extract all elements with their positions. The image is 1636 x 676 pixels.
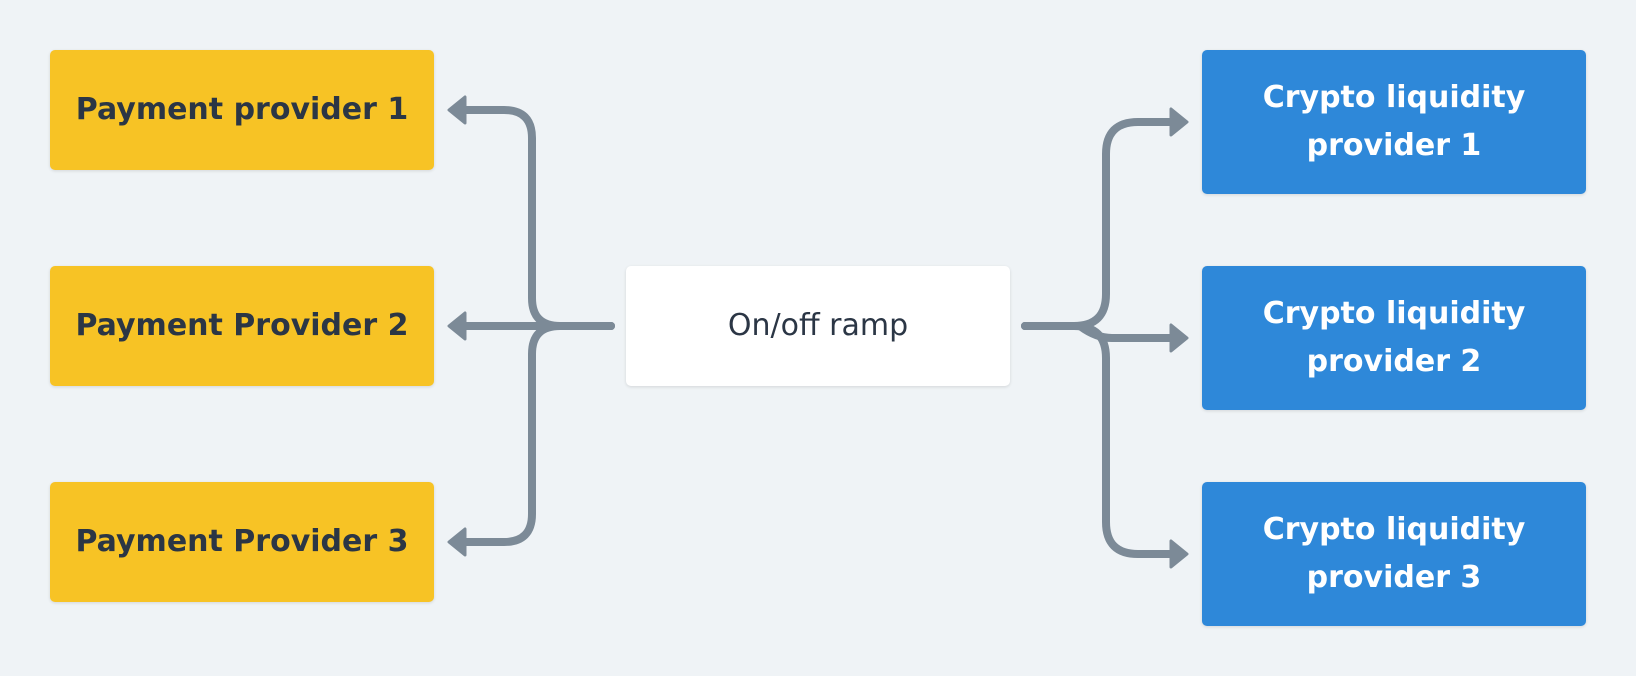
connector-to-crypto-1 <box>1021 118 1184 330</box>
crypto-liquidity-provider-3-node: Crypto liquidity provider 3 <box>1202 482 1586 626</box>
crypto-liquidity-provider-2-node: Crypto liquidity provider 2 <box>1202 266 1586 410</box>
crypto-provider-2-line1: Crypto liquidity <box>1262 296 1526 331</box>
crypto-provider-2-line2: provider 2 <box>1306 344 1482 379</box>
crypto-provider-1-line1: Crypto liquidity <box>1262 80 1526 115</box>
crypto-liquidity-provider-1-node: Crypto liquidity provider 1 <box>1202 50 1586 194</box>
payment-provider-3-node: Payment Provider 3 <box>50 482 434 602</box>
crypto-provider-3-line2: provider 3 <box>1306 560 1482 595</box>
arrowhead-payment-1 <box>447 95 467 125</box>
arrowhead-payment-2 <box>447 311 467 341</box>
connector-to-payment-3 <box>452 322 615 546</box>
payment-provider-3-label: Payment Provider 3 <box>75 524 409 559</box>
payment-provider-1-label: Payment provider 1 <box>75 92 409 127</box>
connector-to-payment-1 <box>452 106 615 330</box>
crypto-provider-3-line1: Crypto liquidity <box>1262 512 1526 547</box>
on-off-ramp-label: On/off ramp <box>727 308 909 343</box>
crypto-provider-1-line2: provider 1 <box>1306 128 1482 163</box>
payment-provider-2-label: Payment Provider 2 <box>75 308 409 343</box>
payment-provider-1-node: Payment provider 1 <box>50 50 434 170</box>
on-off-ramp-node: On/off ramp <box>626 266 1010 386</box>
arrowhead-crypto-3 <box>1169 539 1189 569</box>
arrowhead-crypto-2 <box>1169 323 1189 353</box>
connector-to-crypto-3 <box>1021 322 1184 558</box>
arrowhead-crypto-1 <box>1169 107 1189 137</box>
arrowhead-payment-3 <box>447 527 467 557</box>
payment-provider-2-node: Payment Provider 2 <box>50 266 434 386</box>
